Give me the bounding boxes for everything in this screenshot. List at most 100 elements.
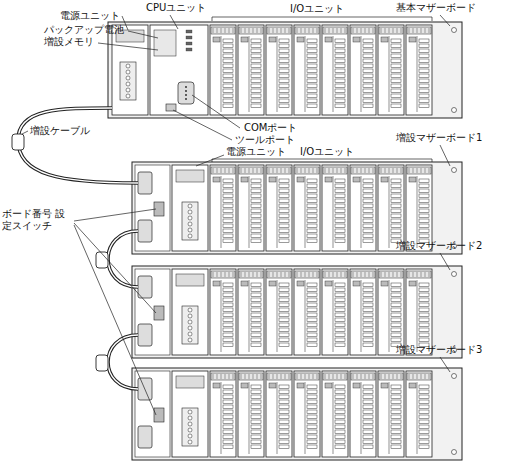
io-terminal — [251, 385, 261, 389]
io-terminal — [307, 94, 317, 98]
terminal-screw — [188, 308, 192, 312]
io-terminal — [363, 179, 373, 183]
io-header-tick — [421, 28, 422, 33]
io-header-tick — [217, 28, 218, 33]
io-header-tick — [261, 374, 262, 379]
io-terminal — [251, 420, 261, 424]
io-terminal — [335, 179, 345, 183]
io-terminal — [279, 194, 289, 198]
io-header — [407, 167, 431, 174]
io-terminal — [307, 214, 317, 218]
io-header-tick — [289, 374, 290, 379]
io-terminal — [307, 39, 317, 43]
io-terminal — [251, 338, 261, 342]
io-terminal — [391, 385, 401, 389]
io-terminal — [307, 400, 317, 404]
io-terminal — [391, 84, 401, 88]
io-header-tick — [297, 168, 298, 173]
io-terminal — [363, 39, 373, 43]
io-terminal — [363, 435, 373, 439]
io-header-tick — [289, 28, 290, 33]
io-divider — [361, 36, 362, 112]
terminal-screw — [126, 70, 130, 74]
io-terminal — [307, 199, 317, 203]
io-terminal — [363, 224, 373, 228]
io-header-tick — [285, 168, 286, 173]
io-header-tick — [269, 28, 270, 33]
part-label: ボード番号 設定スイッチ — [2, 208, 72, 232]
io-terminal — [251, 84, 261, 88]
io-divider — [333, 382, 334, 454]
io-terminal — [223, 303, 233, 307]
io-terminal — [251, 184, 261, 188]
io-header-tick — [389, 168, 390, 173]
io-terminal — [251, 214, 261, 218]
io-terminal — [335, 224, 345, 228]
io-terminal — [307, 184, 317, 188]
io-terminal — [251, 104, 261, 108]
io-terminal — [223, 323, 233, 327]
mounting-hole — [452, 450, 457, 455]
io-terminal — [307, 54, 317, 58]
io-terminal — [279, 94, 289, 98]
io-header-tick — [277, 272, 278, 277]
io-divider — [277, 176, 278, 248]
io-indicator — [325, 281, 332, 286]
io-terminal — [391, 318, 401, 322]
leader-line — [440, 253, 450, 270]
io-terminal — [307, 89, 317, 93]
io-terminal — [223, 420, 233, 424]
io-terminal — [307, 74, 317, 78]
io-terminal — [335, 420, 345, 424]
io-terminal — [391, 94, 401, 98]
io-terminal — [279, 318, 289, 322]
io-terminal — [363, 69, 373, 73]
terminal-screw — [126, 64, 130, 68]
expansion-cable — [18, 108, 138, 183]
leader-line — [98, 43, 158, 50]
io-terminal — [335, 405, 345, 409]
io-terminal — [223, 288, 233, 292]
io-terminal — [223, 99, 233, 103]
io-header-tick — [393, 28, 394, 33]
io-terminal — [419, 84, 429, 88]
io-terminal — [223, 199, 233, 203]
io-header-tick — [329, 374, 330, 379]
io-terminal — [335, 39, 345, 43]
io-terminal — [279, 440, 289, 444]
io-terminal — [391, 179, 401, 183]
io-module — [294, 269, 320, 355]
expansion-cable — [108, 231, 138, 287]
io-terminal — [223, 385, 233, 389]
io-divider — [221, 280, 222, 352]
io-module — [406, 371, 432, 457]
io-module — [294, 371, 320, 457]
io-terminal — [335, 64, 345, 68]
io-terminal — [335, 204, 345, 208]
io-module — [210, 269, 236, 355]
io-header-tick — [225, 374, 226, 379]
io-terminal — [419, 189, 429, 193]
io-header-tick — [341, 28, 342, 33]
cpu-unit — [150, 25, 208, 115]
io-terminal — [335, 194, 345, 198]
io-terminal — [307, 445, 317, 449]
io-header — [211, 27, 235, 34]
io-header-tick — [413, 168, 414, 173]
io-terminal — [307, 288, 317, 292]
io-terminal — [419, 445, 429, 449]
expansion-cable-core — [108, 231, 138, 287]
io-header-tick — [325, 272, 326, 277]
io-terminal — [251, 343, 261, 347]
io-header-tick — [261, 28, 262, 33]
io-terminal — [307, 405, 317, 409]
io-terminal — [391, 308, 401, 312]
terminal-screw — [188, 222, 192, 226]
leader-line — [74, 223, 156, 313]
io-header-tick — [385, 272, 386, 277]
io-terminal — [223, 400, 233, 404]
io-terminal — [251, 224, 261, 228]
io-header-tick — [277, 374, 278, 379]
io-terminal — [251, 395, 261, 399]
io-terminal — [419, 318, 429, 322]
